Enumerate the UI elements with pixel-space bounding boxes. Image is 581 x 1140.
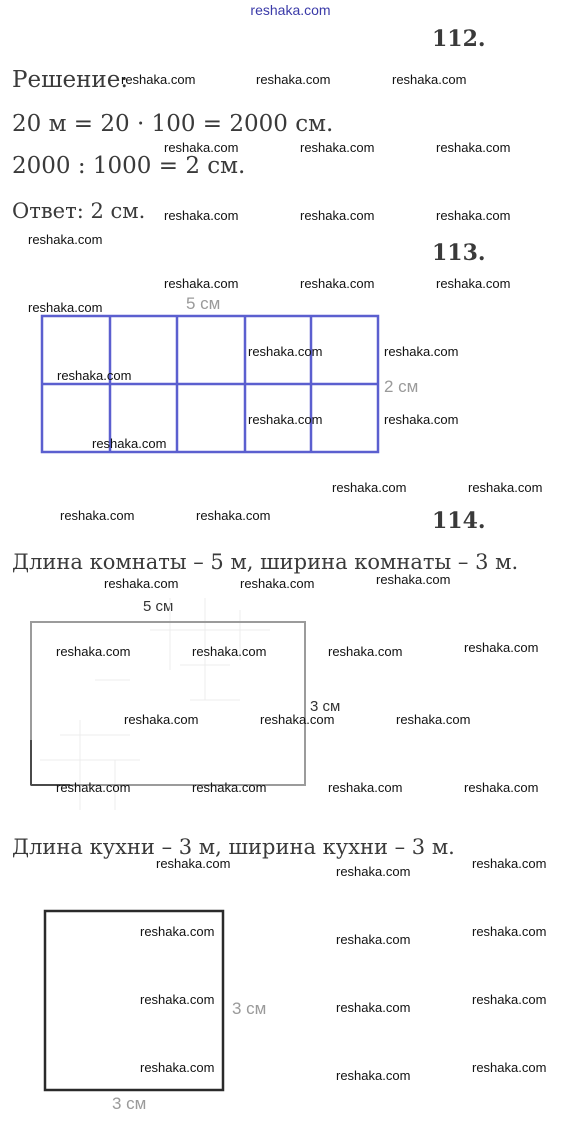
watermark-label: reshaka.com — [140, 1060, 215, 1075]
watermark-label: reshaka.com — [436, 140, 511, 155]
watermark-label: reshaka.com — [472, 856, 547, 871]
watermark-label: reshaka.com — [121, 72, 196, 87]
grid-length-label: 5 см — [186, 294, 221, 313]
graph-paper-background — [40, 598, 270, 810]
watermark-label: reshaka.com — [436, 276, 511, 291]
watermark-label: reshaka.com — [256, 72, 331, 87]
watermark-label: reshaka.com — [192, 780, 267, 795]
watermark-label: reshaka.com — [248, 412, 323, 427]
watermark-label: reshaka.com — [464, 640, 539, 655]
watermark-label: reshaka.com — [336, 1000, 411, 1015]
answer-line: Ответ: 2 см. — [12, 199, 146, 223]
room-dimensions-text: Длина комнаты – 5 м, ширина комнаты – 3 … — [12, 550, 519, 574]
solution-heading: Решение: — [12, 67, 129, 93]
watermark-label: reshaka.com — [384, 344, 459, 359]
watermark-label: reshaka.com — [436, 208, 511, 223]
watermark-label: reshaka.com — [336, 864, 411, 879]
watermark-label: reshaka.com — [156, 856, 231, 871]
watermark-label: reshaka.com — [472, 992, 547, 1007]
watermark-label: reshaka.com — [60, 508, 135, 523]
room-plan-rectangle — [30, 621, 306, 786]
watermark-label: reshaka.com — [28, 300, 103, 315]
watermark-label: reshaka.com — [384, 412, 459, 427]
watermark-label: reshaka.com — [468, 480, 543, 495]
watermark-label: reshaka.com — [392, 72, 467, 87]
problem-number-112: 112. — [432, 26, 486, 52]
watermark-label: reshaka.com — [192, 644, 267, 659]
watermark-label: reshaka.com — [472, 1060, 547, 1075]
watermark-label: reshaka.com — [300, 276, 375, 291]
watermark-label: reshaka.com — [396, 712, 471, 727]
watermark-label: reshaka.com — [56, 644, 131, 659]
room-length-label: 5 см — [143, 598, 174, 615]
watermark-label: reshaka.com — [140, 992, 215, 1007]
watermark-label: reshaka.com — [28, 232, 103, 247]
grid-width-label: 2 см — [384, 377, 419, 396]
watermark-label: reshaka.com — [164, 276, 239, 291]
watermark-label: reshaka.com — [464, 780, 539, 795]
conversion-line: 20 м = 20 · 100 = 2000 см. — [12, 111, 334, 137]
problem-number-114: 114. — [432, 508, 486, 534]
watermark-label: reshaka.com — [260, 712, 335, 727]
watermark-label: reshaka.com — [56, 780, 131, 795]
watermark-label: reshaka.com — [240, 576, 315, 591]
watermark-label: reshaka.com — [140, 924, 215, 939]
kitchen-width-label: 3 см — [232, 999, 267, 1018]
watermark-label: reshaka.com — [164, 140, 239, 155]
watermark-label: reshaka.com — [92, 436, 167, 451]
unit-square-grid — [40, 314, 380, 454]
watermark-label: reshaka.com — [124, 712, 199, 727]
watermark-label: reshaka.com — [328, 644, 403, 659]
watermark-label: reshaka.com — [196, 508, 271, 523]
kitchen-length-label: 3 см — [112, 1094, 147, 1113]
watermark-label: reshaka.com — [300, 208, 375, 223]
problem-number-113: 113. — [432, 240, 486, 266]
kitchen-dimensions-text: Длина кухни – 3 м, ширина кухни – 3 м. — [12, 835, 455, 859]
watermark-label: reshaka.com — [472, 924, 547, 939]
watermark-label: reshaka.com — [328, 780, 403, 795]
division-line: 2000 : 1000 = 2 см. — [12, 153, 246, 179]
room-width-label: 3 см — [310, 698, 341, 715]
watermark-label: reshaka.com — [332, 480, 407, 495]
kitchen-plan-square — [43, 909, 225, 1092]
watermark-label: reshaka.com — [164, 208, 239, 223]
watermark-label: reshaka.com — [248, 344, 323, 359]
watermark-label: reshaka.com — [300, 140, 375, 155]
watermark-label: reshaka.com — [104, 576, 179, 591]
site-header[interactable]: reshaka.com — [250, 2, 331, 18]
watermark-label: reshaka.com — [336, 932, 411, 947]
watermark-label: reshaka.com — [336, 1068, 411, 1083]
watermark-label: reshaka.com — [376, 572, 451, 587]
watermark-label: reshaka.com — [57, 368, 132, 383]
